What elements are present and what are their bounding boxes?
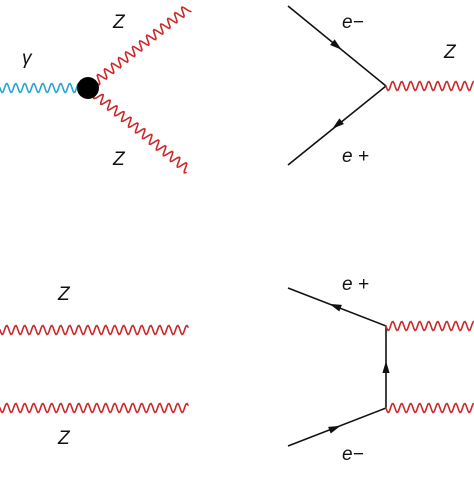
z-lower-label: Z <box>112 149 126 170</box>
electron-arrow <box>328 425 341 434</box>
z-upper-label: Z <box>57 284 71 305</box>
z-boson-line-upper <box>385 320 474 332</box>
z-boson-line-lower <box>85 87 188 174</box>
electron-arrow <box>330 39 342 50</box>
z-boson-line <box>385 80 474 92</box>
diagram-triple-gauge-vertex: γ Z Z <box>0 6 192 174</box>
positron-arrow <box>329 303 342 312</box>
vertex-dot <box>77 77 99 99</box>
photon-line <box>0 82 89 94</box>
z-boson-line-lower <box>0 402 189 414</box>
diagram-two-z-bosons: Z Z <box>0 284 189 449</box>
z-boson-line-upper <box>87 6 192 92</box>
diagram-annihilation: e− e + Z <box>287 5 474 167</box>
z-upper-label: Z <box>112 12 126 33</box>
propagator-arrow <box>382 361 390 373</box>
positron-label: e + <box>342 274 369 295</box>
photon-label: γ <box>22 48 33 69</box>
positron-arrow <box>332 118 344 129</box>
z-boson-line-upper <box>0 324 189 336</box>
z-lower-label: Z <box>57 428 71 449</box>
electron-label: e− <box>342 444 364 465</box>
z-label: Z <box>443 42 457 63</box>
diagram-t-channel: e + e− <box>287 274 474 465</box>
electron-label: e− <box>342 12 364 33</box>
z-boson-line-lower <box>385 402 474 414</box>
positron-label: e + <box>342 146 369 167</box>
